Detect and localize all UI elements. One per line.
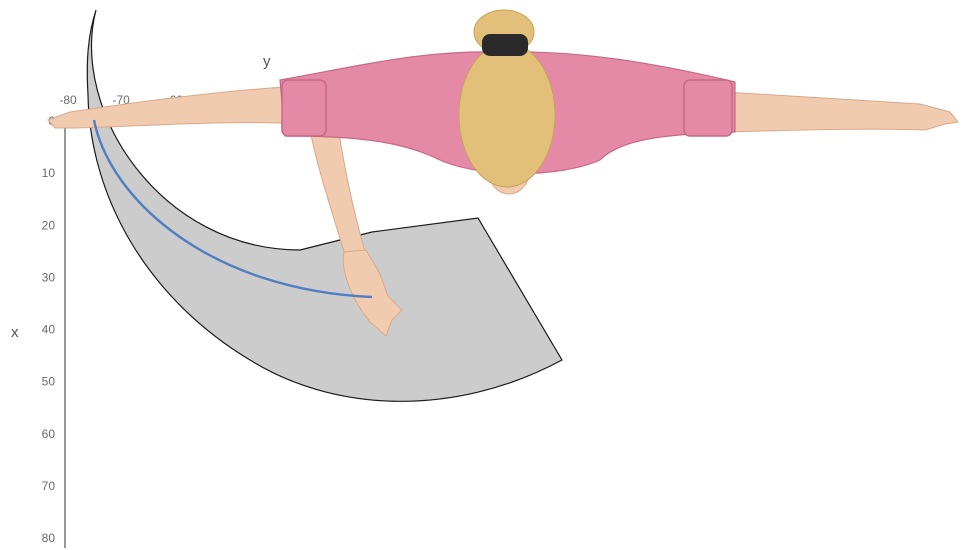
y-axis-label: y <box>263 53 271 70</box>
x-axis-tick-label: 80 <box>42 531 56 545</box>
hair <box>459 43 555 187</box>
y-axis-tick-label: -80 <box>59 93 77 107</box>
x-axis-tick-label: 10 <box>42 166 56 180</box>
x-axis-label: x <box>11 324 19 341</box>
x-axis-tick-label: 20 <box>42 218 56 232</box>
x-axis-tick-label: 30 <box>42 270 56 284</box>
left-sleeve-cuff <box>282 80 326 136</box>
x-axis-tick-label: 50 <box>42 375 56 389</box>
right-sleeve-cuff <box>684 80 732 136</box>
lowered-arm <box>310 128 365 255</box>
x-axis-tick-label: 70 <box>42 479 56 493</box>
hair-band <box>482 34 528 56</box>
x-axis-tick-label: 40 <box>42 323 56 337</box>
right-arm <box>725 92 958 132</box>
x-axis-tick-label: 60 <box>42 427 56 441</box>
